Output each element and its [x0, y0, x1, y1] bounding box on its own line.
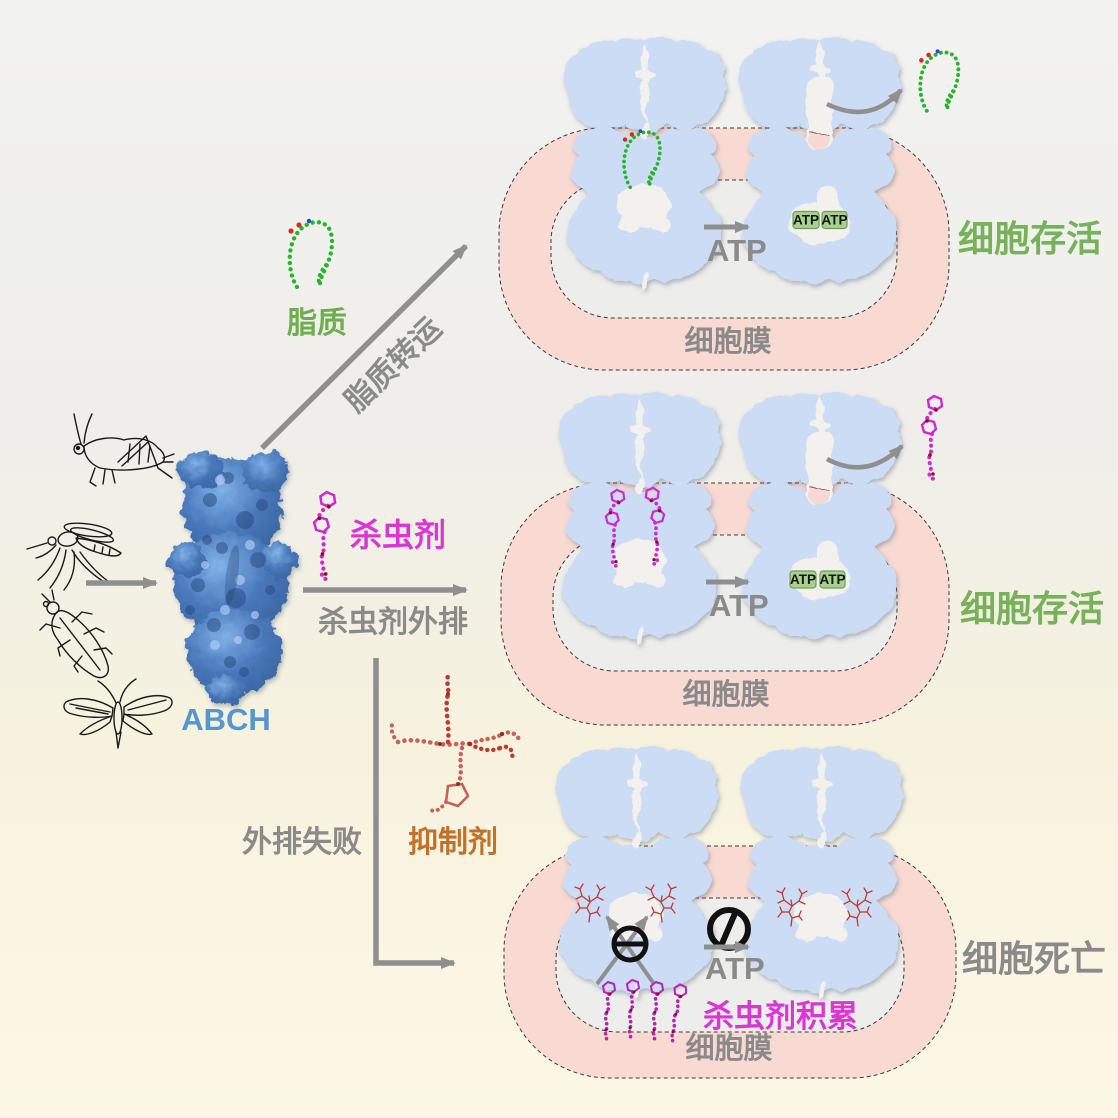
- outcome-label-survival: 细胞存活: [958, 218, 1102, 259]
- atp-badge: ATP: [789, 570, 817, 589]
- lipid-release-arrow: [826, 88, 903, 115]
- efflux-failure-arrow-label: 外排失败: [242, 826, 362, 859]
- panel-efflux-blocked: ATP 杀虫剂积累 细胞膜 细胞死亡: [503, 747, 1106, 1079]
- insect-mosquito-icon: [26, 522, 122, 591]
- inhibitor-molecule-icon: [389, 673, 523, 813]
- inhibitor-label: 抑制剂: [408, 826, 498, 859]
- atp-arrow-label: ATP: [709, 588, 769, 623]
- insecticide-efflux-arrow-label: 杀虫剂外排: [318, 606, 468, 639]
- lipid-label: 脂质: [287, 307, 347, 340]
- atp-arrow-label: ATP: [707, 233, 767, 268]
- insect-beetle-icon: [39, 589, 113, 679]
- cell-membrane-label: 细胞膜: [685, 1031, 772, 1065]
- outcome-label-death: 细胞死亡: [962, 938, 1106, 979]
- insect-grasshopper-icon: [73, 413, 175, 487]
- atp-arrow-label: ATP: [705, 951, 765, 986]
- atp-badge: ATP: [819, 570, 846, 589]
- panel-lipid-export: ATP ATP ATP 细胞膜 细胞存活: [498, 38, 1102, 371]
- lipid-molecule-icon: [288, 219, 332, 287]
- theta-blocked-icon: [611, 925, 649, 963]
- abch-protein-label: ABCH: [181, 702, 271, 737]
- svg-text:ATP: ATP: [820, 572, 846, 587]
- insecticide-label: 杀虫剂: [350, 517, 446, 553]
- insecticide-accumulation-label: 杀虫剂积累: [703, 999, 858, 1034]
- lipid-transport-arrow: [260, 244, 468, 450]
- panel-insecticide-export: ATP ATP ATP 细胞膜 细胞存活: [500, 393, 1104, 726]
- svg-text:ATP: ATP: [790, 572, 816, 587]
- insecticide-molecule-icon: [314, 492, 335, 579]
- abch-protein-structure: [169, 452, 297, 704]
- cell-membrane-label: 细胞膜: [684, 324, 771, 358]
- insecticide-released-icon: [920, 394, 944, 481]
- lipid-released-icon: [917, 47, 961, 113]
- efflux-failure-arrow: [373, 658, 456, 969]
- lipid-transport-arrow-label: 脂质转运: [339, 312, 448, 419]
- insecticide-release-arrow: [825, 444, 904, 470]
- svg-text:ATP: ATP: [822, 213, 848, 228]
- transporter-inward-open: [560, 393, 720, 645]
- cell-membrane-label: 细胞膜: [682, 677, 769, 711]
- insect-moth-icon: [63, 678, 173, 749]
- outcome-label-survival: 细胞存活: [960, 588, 1104, 629]
- transporter-inhibited: [742, 747, 902, 999]
- svg-text:ATP: ATP: [793, 213, 819, 228]
- atp-badge: ATP: [821, 210, 848, 230]
- transporter-inward-open: [565, 38, 725, 290]
- atp-badge: ATP: [792, 210, 820, 230]
